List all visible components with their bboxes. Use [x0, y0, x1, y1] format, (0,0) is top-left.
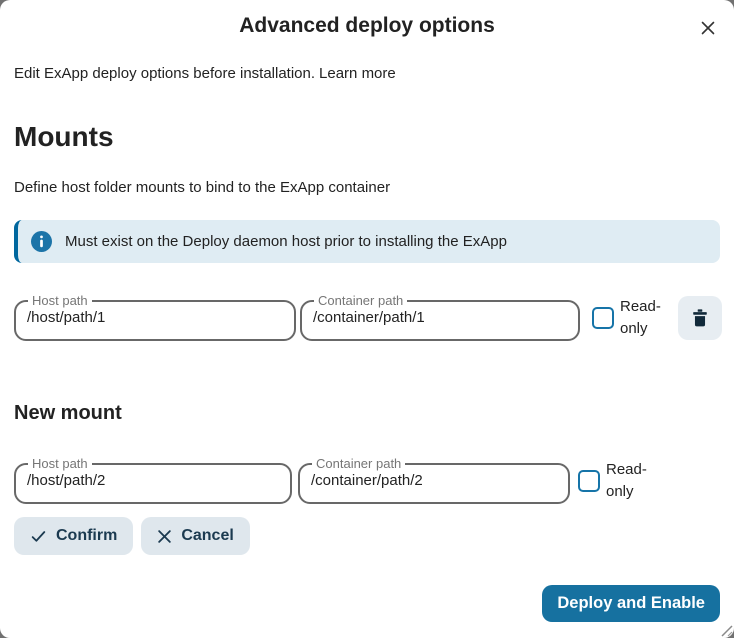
delete-mount-button[interactable] [678, 295, 722, 340]
container-path-field-2: Container path [298, 457, 570, 504]
intro-text: Edit ExApp deploy options before install… [14, 65, 316, 82]
close-icon [699, 19, 717, 37]
dialog-title: Advanced deploy options [239, 14, 495, 37]
container-path-label: Container path [316, 456, 402, 471]
confirm-button-label: Confirm [56, 527, 118, 544]
container-path-field-1: Container path [300, 294, 580, 341]
deploy-and-enable-button[interactable]: Deploy and Enable [542, 585, 720, 622]
container-path-input-1[interactable] [313, 309, 568, 326]
container-path-label: Container path [318, 293, 404, 308]
cancel-button-label: Cancel [181, 527, 234, 544]
new-mount-actions: Confirm Cancel [14, 517, 720, 555]
info-banner-text: Must exist on the Deploy daemon host pri… [65, 233, 507, 250]
host-path-input-2[interactable] [27, 472, 280, 489]
info-banner: Must exist on the Deploy daemon host pri… [14, 220, 720, 263]
mount-row-existing: Host path Container path Read-only [14, 294, 722, 341]
learn-more-link[interactable]: Learn more [319, 65, 396, 82]
host-path-label: Host path [32, 456, 88, 471]
x-icon [157, 529, 172, 544]
resize-grip[interactable] [719, 623, 733, 637]
readonly-checkbox-2[interactable] [578, 469, 600, 492]
dialog-subtitle: Edit ExApp deploy options before install… [14, 64, 720, 83]
check-icon [30, 528, 47, 545]
host-path-field-2: Host path [14, 457, 292, 504]
close-button[interactable] [690, 10, 726, 46]
host-path-label: Host path [32, 293, 88, 308]
mounts-description: Define host folder mounts to bind to the… [14, 179, 391, 196]
readonly-label-2: Read-only [606, 460, 647, 500]
container-path-input-2[interactable] [311, 472, 558, 489]
confirm-button[interactable]: Confirm [14, 517, 134, 555]
mount-row-new: Host path Container path Read-only [14, 457, 720, 504]
host-path-input-1[interactable] [27, 309, 284, 326]
host-path-field-1: Host path [14, 294, 296, 341]
mounts-heading: Mounts [14, 121, 114, 152]
trash-icon [689, 307, 711, 329]
info-icon [31, 231, 52, 252]
new-mount-heading: New mount [14, 402, 122, 424]
readonly-label-1: Read-only [620, 297, 661, 337]
cancel-button[interactable]: Cancel [141, 517, 250, 555]
readonly-checkbox-1[interactable] [592, 306, 614, 329]
